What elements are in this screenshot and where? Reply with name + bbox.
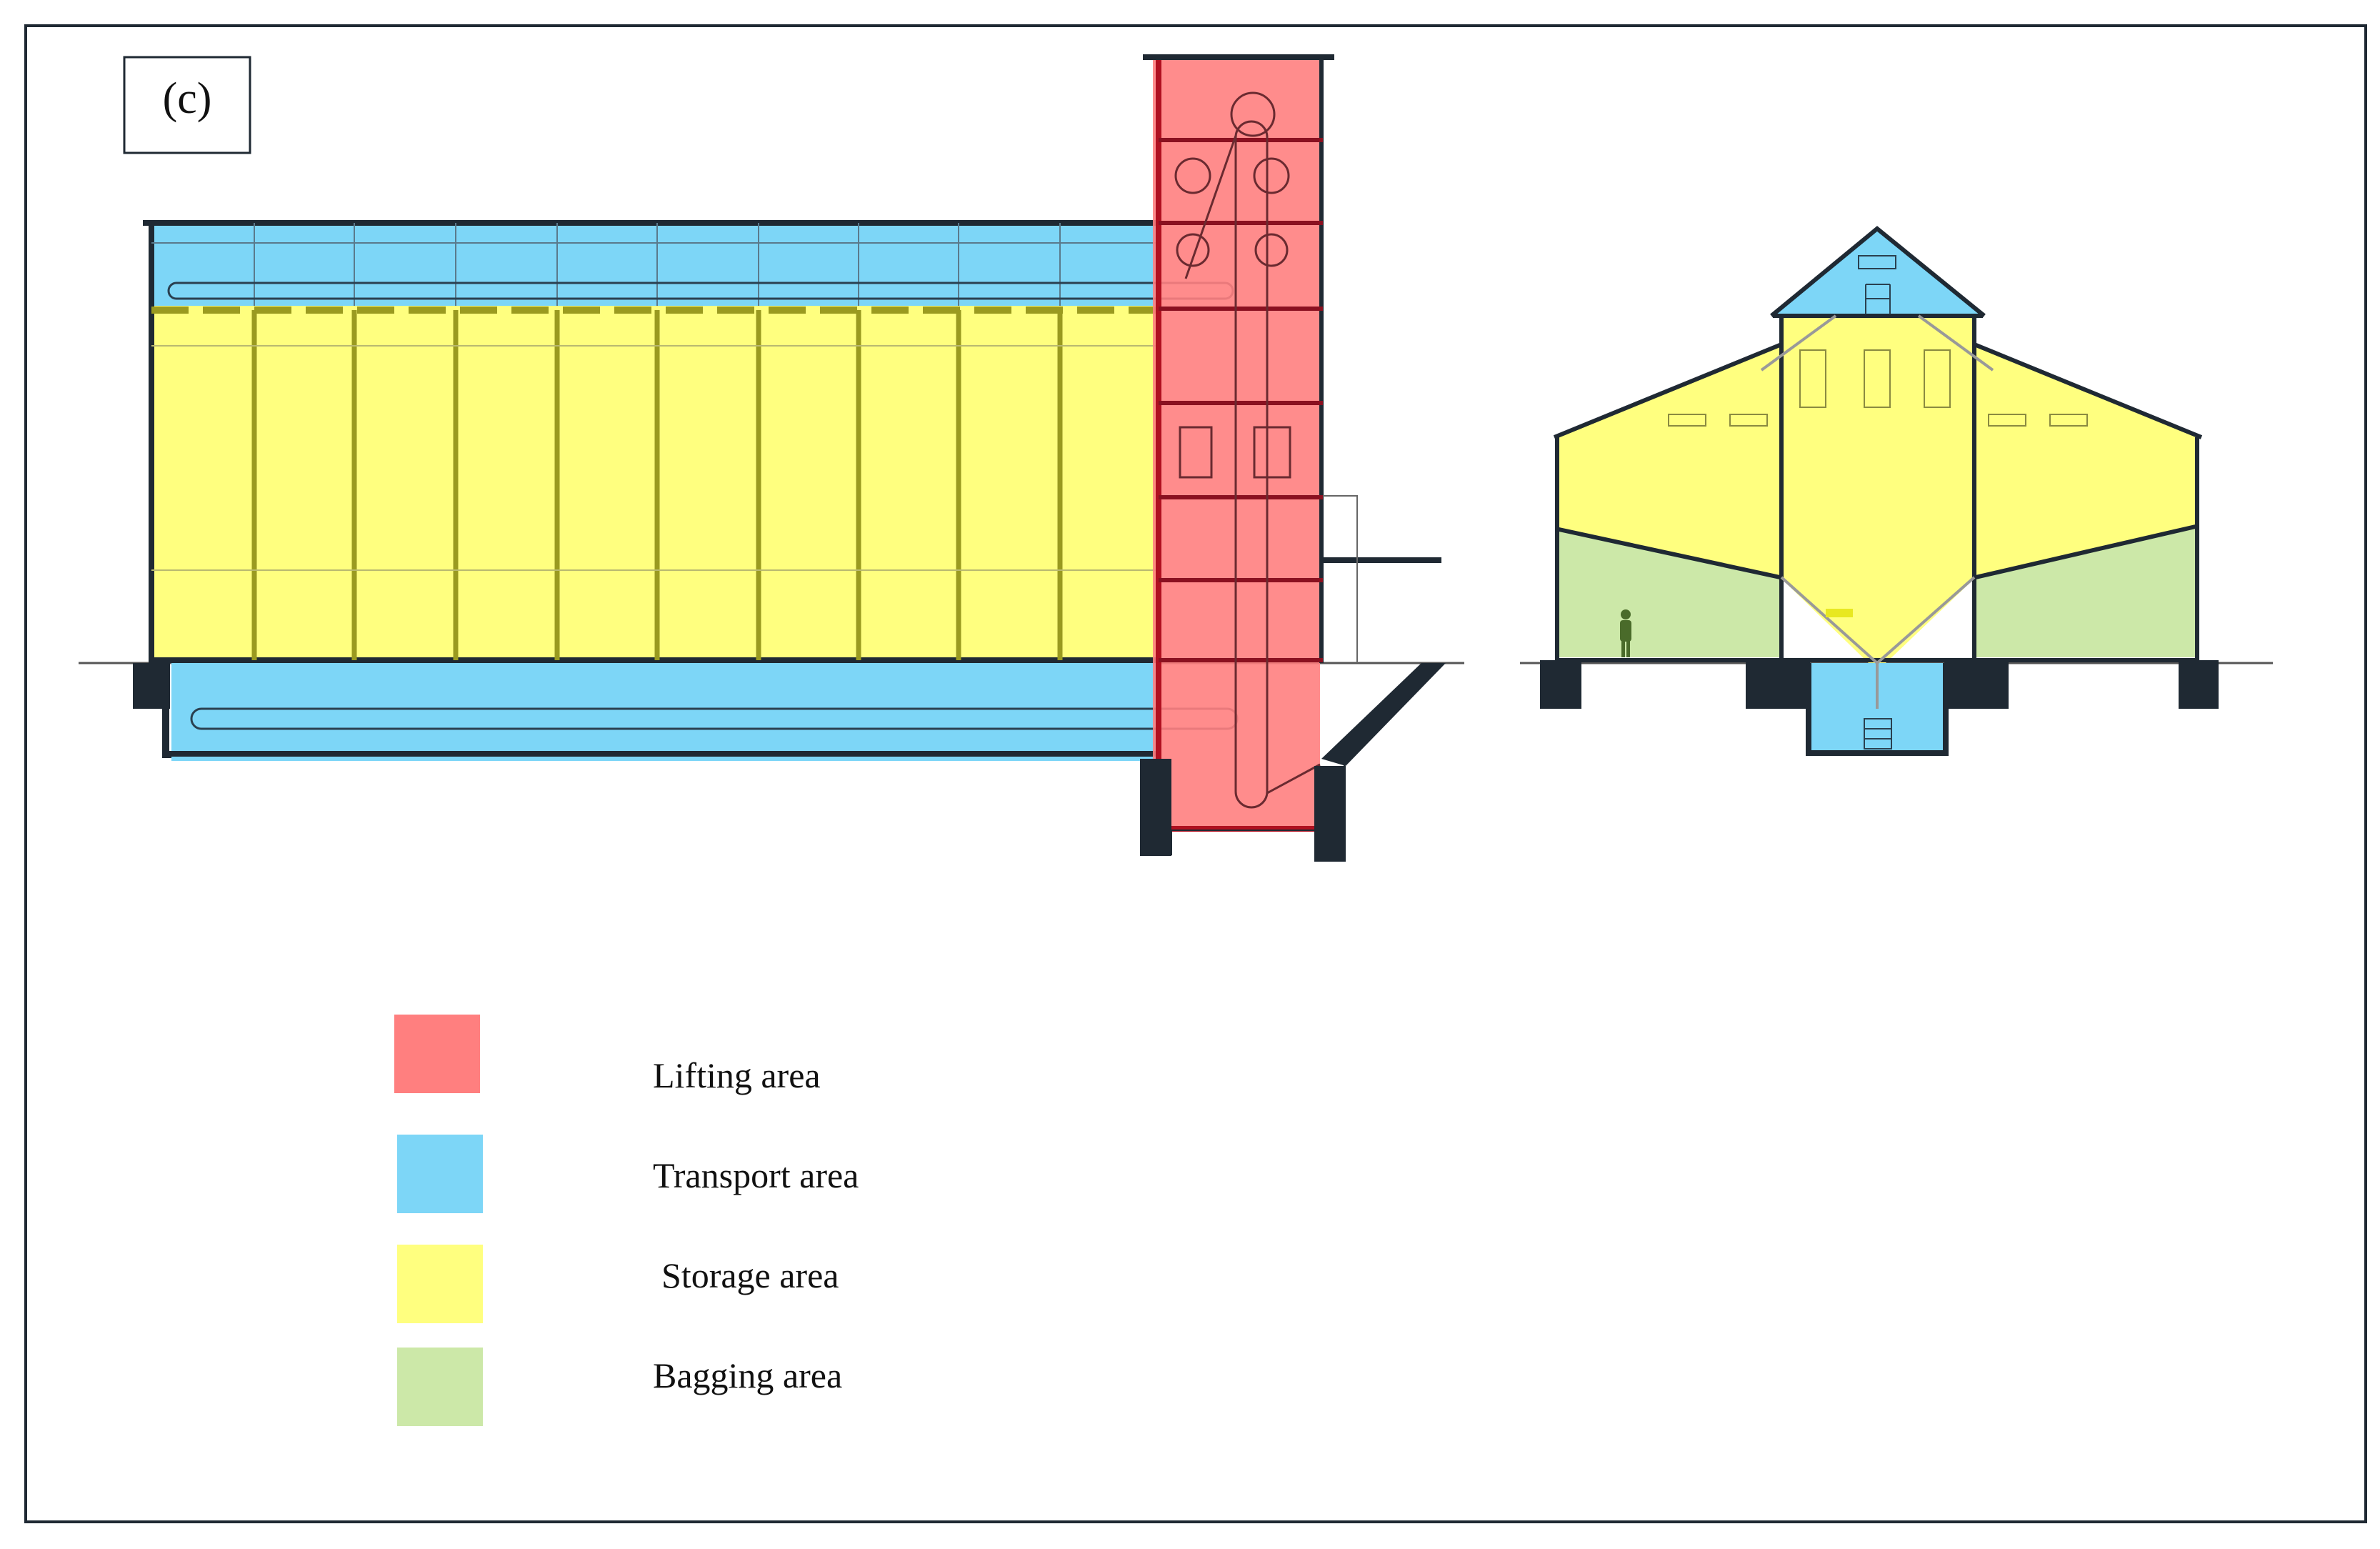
hopper: [1760, 314, 1994, 709]
storage-zone-long: [151, 306, 1157, 660]
longitudinal-section: [79, 54, 1464, 862]
tunnel-wall: [162, 663, 1157, 758]
cross-foundations: [1540, 660, 2219, 709]
panel-label-box: [123, 56, 251, 154]
legend-item-lifting: Lifting area: [394, 1015, 821, 1095]
hopper-outlet: [1826, 609, 1853, 617]
cross-windows: [1668, 349, 2088, 427]
legend-swatch-transport: [397, 1135, 483, 1213]
legend-label-lifting: Lifting area: [653, 1055, 821, 1095]
pit-wall-left: [1140, 759, 1171, 856]
bagging-zone-right: [1976, 526, 2197, 657]
legend-item-bagging: Bagging area: [397, 1348, 842, 1426]
loading-ramp: [1321, 663, 1446, 766]
building-outline: [143, 220, 1157, 663]
figure-frame: [24, 24, 2367, 1523]
legend-swatch-storage: [397, 1245, 483, 1323]
cross-section: [1520, 226, 2273, 756]
panel-label: (c): [163, 74, 212, 123]
legend-item-storage: Storage area: [397, 1245, 839, 1323]
legend-item-transport: Transport area: [397, 1135, 859, 1213]
gallery-bays: [151, 223, 1157, 306]
legend-swatch-bagging: [397, 1348, 483, 1426]
transport-zone-lower: [171, 663, 1157, 757]
storage-zone-cross: [1556, 314, 2199, 663]
tower-pit: [1141, 759, 1345, 861]
roof-gallery-detail: [1858, 255, 1896, 314]
legend-label-transport: Transport area: [653, 1155, 859, 1195]
legend-label-bagging: Bagging area: [653, 1355, 842, 1395]
bucket-elevator: [1174, 91, 1321, 809]
storage-guides: [151, 345, 1157, 571]
transport-zone-roof: [1773, 230, 1983, 314]
cross-outline: [1553, 226, 2203, 662]
legend-swatch-lifting: [394, 1015, 480, 1093]
bagging-zone-left: [1557, 530, 1780, 657]
transport-zone-upper: [151, 223, 1157, 306]
pit-outline: [1806, 663, 1949, 756]
storage-ribs: [251, 310, 1063, 660]
legend: Lifting area Transport area Storage area…: [394, 1015, 859, 1426]
platform-post: [1323, 495, 1358, 663]
scale-figure: [1620, 609, 1631, 657]
legend-label-storage: Storage area: [661, 1255, 839, 1295]
pit-ladder: [1864, 718, 1892, 749]
tower-floors: [1159, 138, 1323, 662]
pit-wall-right: [1314, 766, 1346, 862]
